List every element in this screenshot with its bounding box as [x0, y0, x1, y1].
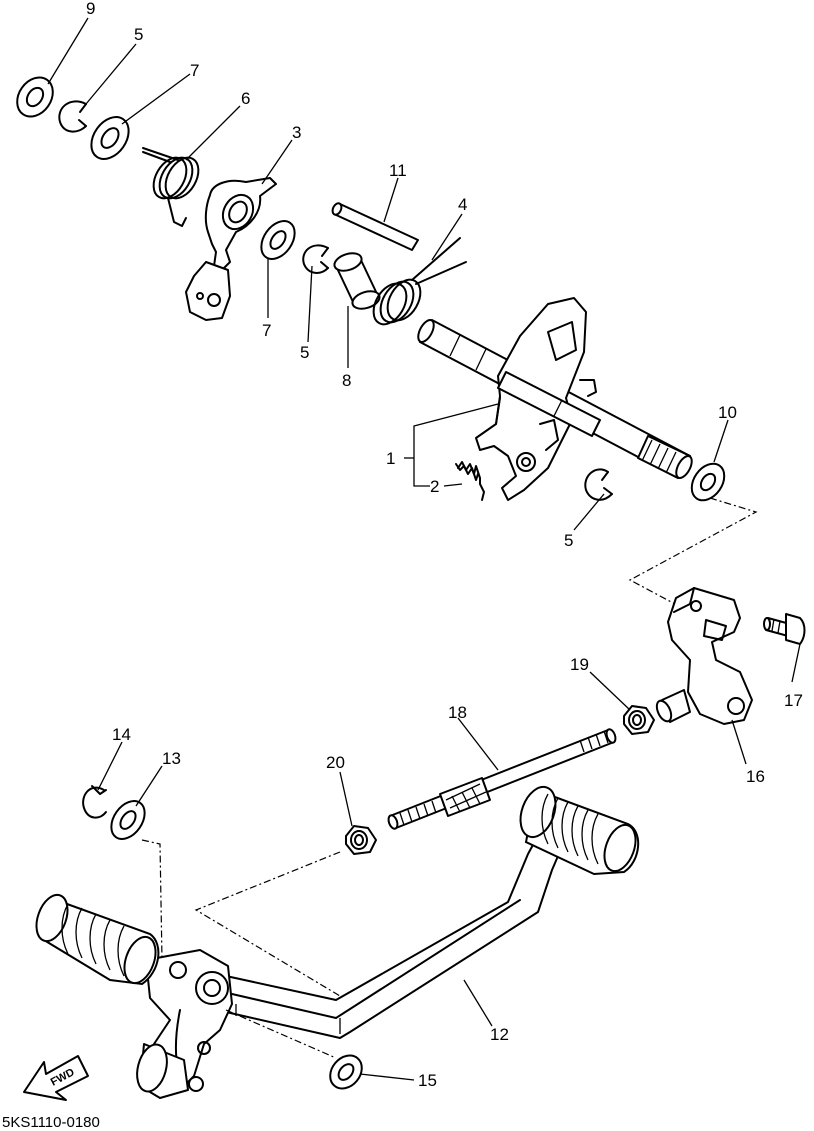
callout-5-low: 5 [564, 531, 573, 550]
callout-3: 3 [292, 123, 301, 142]
part-9-washer [16, 76, 54, 118]
callout-16: 16 [746, 767, 765, 786]
callout-18: 18 [448, 703, 467, 722]
part-15-washer [329, 1054, 363, 1090]
part-5-circlip-low [584, 468, 613, 501]
part-8-collar [333, 252, 381, 310]
part-2-spring [455, 461, 485, 501]
part-6-spring [142, 147, 200, 227]
part-17-bolt [763, 613, 806, 645]
callout-12: 12 [490, 1025, 509, 1044]
callout-2: 2 [430, 477, 439, 496]
part-13-washer [110, 800, 146, 840]
callout-14: 14 [112, 725, 131, 744]
callout-17: 17 [784, 691, 803, 710]
part-10-washer [690, 462, 726, 502]
part-3-shift-arm [185, 177, 277, 321]
fwd-arrow-icon: FWD [23, 1055, 89, 1101]
callout-7-mid: 7 [262, 321, 271, 340]
callout-5-mid: 5 [300, 343, 309, 362]
part-12-pedal [35, 785, 640, 1099]
part-16-shift-arm [655, 587, 753, 725]
callout-9: 9 [86, 0, 95, 18]
callout-4: 4 [458, 195, 467, 214]
part-14-circlip [82, 785, 107, 819]
part-7-washer-mid [260, 220, 296, 260]
callout-5-top: 5 [134, 25, 143, 44]
callout-8: 8 [342, 371, 351, 390]
part-1-shift-shaft [417, 297, 693, 501]
part-20-nut [345, 825, 377, 855]
callout-7-top: 7 [190, 61, 199, 80]
part-11-pin [331, 202, 419, 251]
callout-1: 1 [386, 449, 395, 468]
callout-11: 11 [389, 161, 407, 180]
callout-labels: 9 5 7 6 3 11 4 7 5 8 1 2 5 10 19 17 18 1… [86, 0, 803, 1090]
part-5-circlip-mid [302, 244, 329, 274]
part-7-washer-top [90, 116, 130, 160]
callout-15: 15 [418, 1071, 437, 1090]
callout-20: 20 [326, 753, 345, 772]
part-4-spring [372, 237, 467, 326]
callout-13: 13 [162, 749, 181, 768]
callout-10: 10 [718, 403, 737, 422]
callout-19: 19 [570, 655, 589, 674]
callout-6: 6 [241, 89, 250, 108]
diagram-code: 5KS1110-0180 [2, 1114, 100, 1131]
part-5-circlip-top [58, 100, 87, 133]
part-19-nut [623, 705, 655, 735]
leader-lines [47, 17, 801, 1081]
part-18-rod [387, 728, 617, 830]
